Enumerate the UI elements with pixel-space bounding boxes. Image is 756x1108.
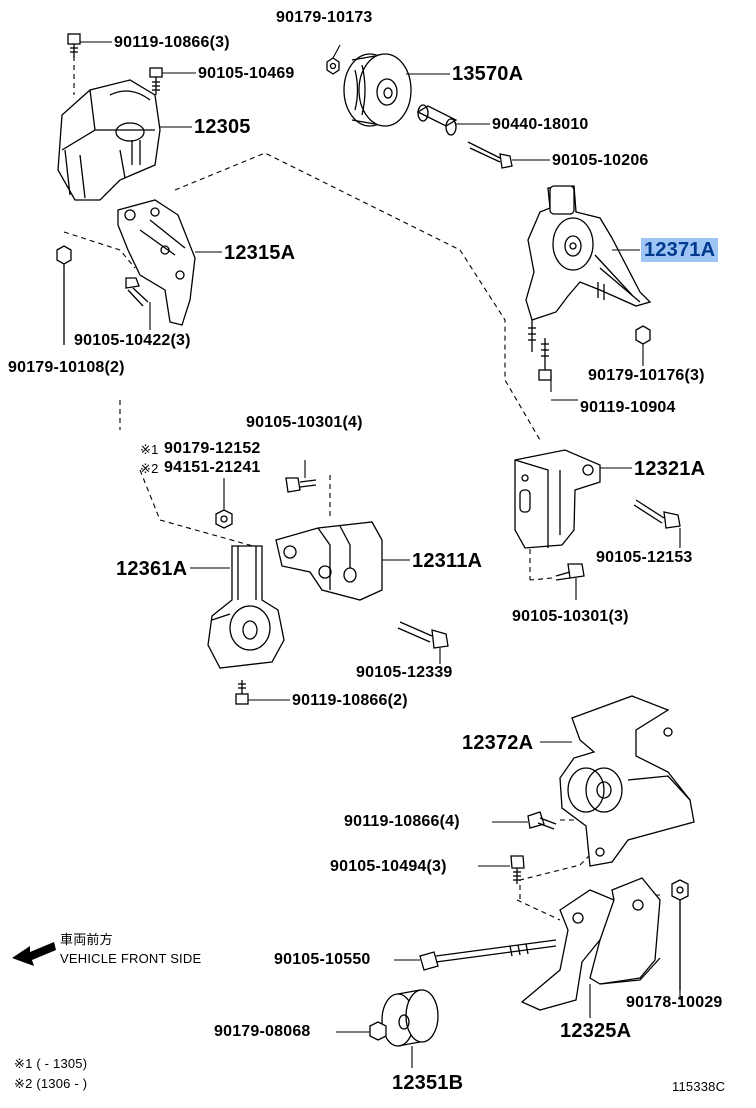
footnote-2: ※2 (1306 - ): [14, 1076, 88, 1091]
part-12372A-mount: [559, 695, 695, 867]
label-90105-10494-3[interactable]: 90105-10494(3): [330, 858, 447, 875]
label-90105-10301-3[interactable]: 90105-10301(3): [512, 608, 629, 625]
label-90119-10866-4[interactable]: 90119-10866(4): [344, 813, 460, 830]
part-13570A-pulley: [343, 53, 412, 127]
nut-90179-08068: [369, 1021, 387, 1041]
bolt-90119-10866-3: [67, 33, 81, 58]
footnote-1: ※1 ( - 1305): [14, 1056, 88, 1071]
part-12325A-bracket: [520, 877, 661, 1011]
label-90119-10904[interactable]: 90119-10904: [580, 399, 676, 416]
bolt-90105-10301-3: [555, 563, 585, 581]
note-mark-1: ※1: [140, 442, 159, 457]
nut-90179-10173: [326, 57, 340, 75]
label-12311A[interactable]: 12311A: [412, 550, 483, 572]
part-12305-mount: [57, 79, 161, 201]
part-12371A-mount: [525, 185, 652, 352]
label-12371A-selected[interactable]: 12371A: [641, 238, 719, 262]
label-90119-10866-3[interactable]: 90119-10866(3): [114, 34, 230, 51]
bolt-90119-10904: [538, 338, 552, 381]
bolt-90105-10469: [149, 67, 163, 95]
bolt-90105-10550: [419, 939, 557, 971]
nut-90179-10176-3: [635, 325, 651, 345]
leader-lines: [80, 41, 681, 1068]
label-90105-10301-4[interactable]: 90105-10301(4): [246, 414, 363, 431]
part-12351B-bushing: [381, 989, 439, 1047]
label-90105-10206[interactable]: 90105-10206: [552, 152, 649, 169]
label-12325A[interactable]: 12325A: [560, 1020, 632, 1042]
bolt-90105-10301-4: [285, 477, 317, 493]
nut-90179-10108-2: [56, 245, 72, 345]
label-90179-10176-3[interactable]: 90179-10176(3): [588, 367, 705, 384]
label-12321A[interactable]: 12321A: [634, 458, 706, 480]
nut-90179-12152: [215, 509, 233, 529]
bolt-90119-10866-2: [235, 680, 249, 705]
label-12315A[interactable]: 12315A: [224, 242, 296, 264]
label-12305[interactable]: 12305: [194, 116, 251, 138]
label-90179-10173[interactable]: 90179-10173: [276, 9, 373, 26]
label-12351B[interactable]: 12351B: [392, 1072, 464, 1094]
label-90105-10469[interactable]: 90105-10469: [198, 65, 295, 82]
note-mark-2: ※2: [140, 461, 159, 476]
label-94151-21241[interactable]: 94151-21241: [164, 459, 261, 476]
figure-id: 115338C: [672, 1079, 726, 1094]
label-12361A[interactable]: 12361A: [116, 558, 188, 580]
vehicle-front-label-jp: 車両前方: [60, 932, 113, 947]
part-12311A-bracket: [275, 521, 383, 601]
label-90105-10550[interactable]: 90105-10550: [274, 951, 371, 968]
label-90179-12152[interactable]: 90179-12152: [164, 440, 261, 457]
label-90179-08068[interactable]: 90179-08068: [214, 1023, 311, 1040]
label-90440-18010[interactable]: 90440-18010: [492, 116, 589, 133]
vehicle-front-label-en: VEHICLE FRONT SIDE: [60, 951, 202, 966]
label-90105-10422-3[interactable]: 90105-10422(3): [74, 332, 191, 349]
collar-90440-18010: [416, 104, 458, 136]
label-13570A[interactable]: 13570A: [452, 63, 524, 85]
label-90105-12339[interactable]: 90105-12339: [356, 664, 453, 681]
part-12321A-bracket: [514, 449, 601, 549]
bolt-90119-10866-4: [527, 811, 557, 830]
bolt-90105-12339: [397, 621, 449, 649]
label-90119-10866-2[interactable]: 90119-10866(2): [292, 692, 408, 709]
label-90179-10108-2[interactable]: 90179-10108(2): [8, 359, 125, 376]
bolt-90105-12153: [633, 499, 681, 529]
label-90178-10029[interactable]: 90178-10029: [626, 994, 723, 1011]
vehicle-front-arrow-icon: [12, 942, 56, 966]
part-12315A-bracket: [117, 199, 196, 326]
bolt-90105-10206: [467, 141, 513, 169]
label-12372A[interactable]: 12372A: [462, 732, 534, 754]
label-90105-12153[interactable]: 90105-12153: [596, 549, 693, 566]
bolt-90105-10422-3: [125, 277, 149, 307]
bolt-90105-10494-3: [510, 855, 525, 884]
part-12361A-mount: [207, 545, 285, 669]
